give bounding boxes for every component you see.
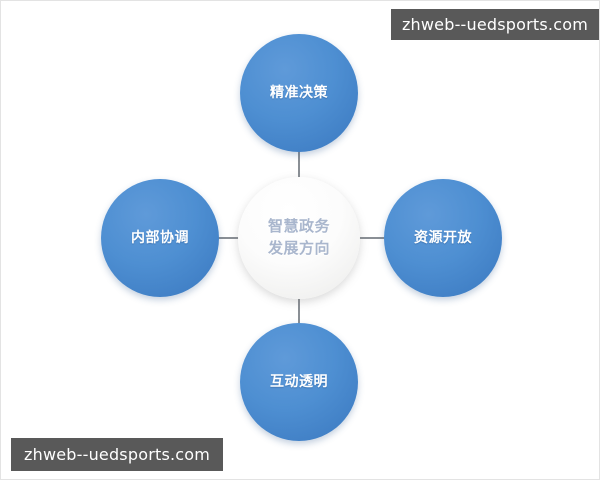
- node-center-hub[interactable]: 智慧政务 发展方向: [238, 177, 360, 299]
- watermark-bottom-left-text: zhweb--uedsports.com: [24, 445, 211, 464]
- node-right-label: 资源开放: [414, 229, 472, 246]
- node-right-resource-opening[interactable]: 资源开放: [384, 179, 502, 297]
- watermark-bottom-left: zhweb--uedsports.com: [11, 438, 224, 471]
- node-bottom-label: 互动透明: [270, 373, 328, 390]
- node-bottom-interactive-transparency[interactable]: 互动透明: [240, 323, 358, 441]
- connector-center-to-bottom: [298, 287, 300, 331]
- watermark-top-right-text: zhweb--uedsports.com: [401, 15, 588, 34]
- node-left-internal-coordination[interactable]: 内部协调: [101, 179, 219, 297]
- node-top-label: 精准决策: [270, 84, 328, 101]
- connector-center-to-top: [298, 149, 300, 191]
- node-center-label: 智慧政务 发展方向: [267, 217, 330, 257]
- connector-center-to-left: [209, 237, 252, 239]
- node-top-precise-decision[interactable]: 精准决策: [240, 34, 358, 152]
- watermark-top-right: zhweb--uedsports.com: [390, 9, 599, 40]
- node-left-label: 内部协调: [131, 229, 189, 246]
- connector-center-to-right: [349, 237, 393, 239]
